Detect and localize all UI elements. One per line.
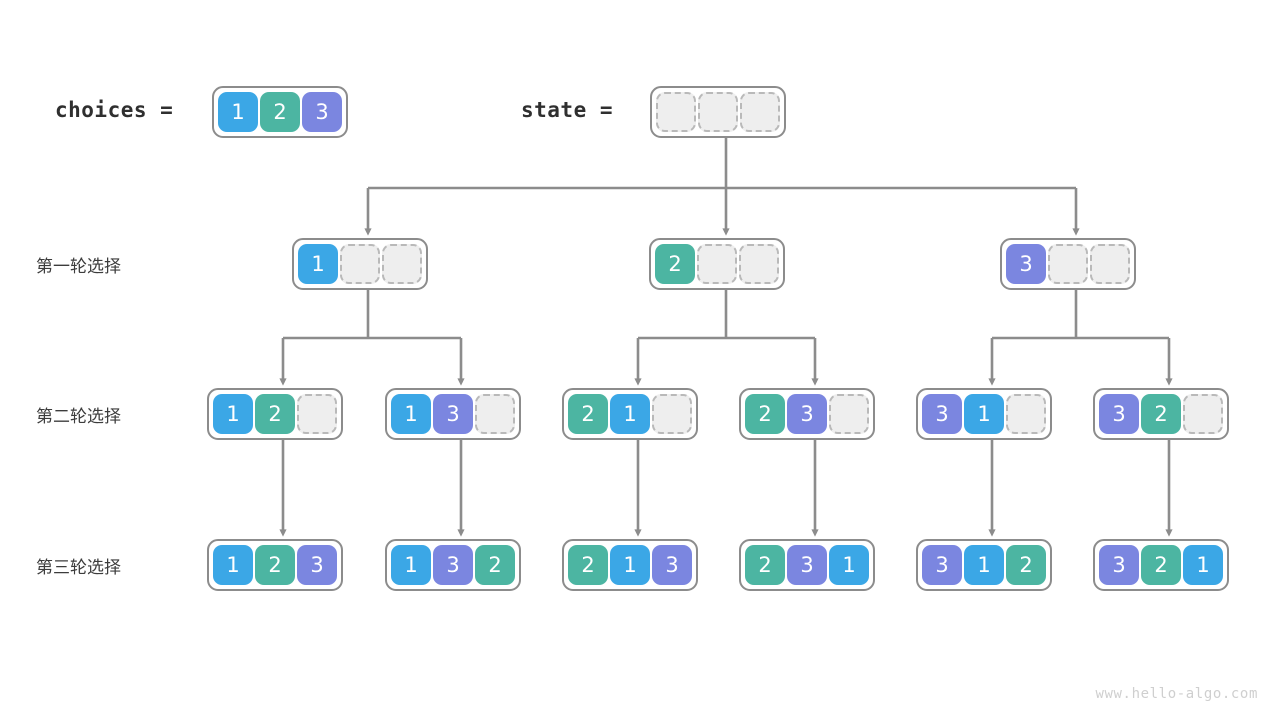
node-level-3-4-cell-2: 3 xyxy=(787,545,827,585)
node-level-2-6-cell-1: 3 xyxy=(1099,394,1139,434)
node-level-2-4-cell-3-empty xyxy=(829,394,869,434)
node-level-1-2-cell-3-empty xyxy=(739,244,779,284)
choices-cell-3: 3 xyxy=(302,92,342,132)
node-level-2-3-cell-3-empty xyxy=(652,394,692,434)
node-level-1-3-cell-1: 3 xyxy=(1006,244,1046,284)
node-level-3-4-cell-1: 2 xyxy=(745,545,785,585)
node-level-2-1-cell-1: 1 xyxy=(213,394,253,434)
row-label-level-1: 第一轮选择 xyxy=(36,257,121,277)
node-level-3-2-cell-2: 3 xyxy=(433,545,473,585)
node-level-3-3-cell-2: 1 xyxy=(610,545,650,585)
row-label-level-2: 第二轮选择 xyxy=(36,407,121,427)
node-level-1-1-cell-2-empty xyxy=(340,244,380,284)
row-label-level-3: 第三轮选择 xyxy=(36,558,121,578)
node-level-3-5-cell-1: 3 xyxy=(922,545,962,585)
node-level-1-1: 1 xyxy=(292,238,428,290)
node-level-1-3-cell-2-empty xyxy=(1048,244,1088,284)
node-level-2-6-cell-3-empty xyxy=(1183,394,1223,434)
node-level-3-4-cell-3: 1 xyxy=(829,545,869,585)
node-level-2-4-cell-2: 3 xyxy=(787,394,827,434)
node-level-3-3-cell-1: 2 xyxy=(568,545,608,585)
node-level-2-5-cell-1: 3 xyxy=(922,394,962,434)
node-level-1-1-cell-3-empty xyxy=(382,244,422,284)
node-level-2-5-cell-2: 1 xyxy=(964,394,1004,434)
node-level-1-3-cell-3-empty xyxy=(1090,244,1130,284)
node-level-3-3-cell-3: 3 xyxy=(652,545,692,585)
state-cell-2-empty xyxy=(698,92,738,132)
choices-cell-2: 2 xyxy=(260,92,300,132)
node-level-3-1-cell-2: 2 xyxy=(255,545,295,585)
choices-cell-1: 1 xyxy=(218,92,258,132)
node-level-3-6-cell-2: 2 xyxy=(1141,545,1181,585)
node-level-3-1-cell-3: 3 xyxy=(297,545,337,585)
node-level-1-2-cell-1: 2 xyxy=(655,244,695,284)
node-level-2-1-cell-2: 2 xyxy=(255,394,295,434)
node-level-2-3-cell-1: 2 xyxy=(568,394,608,434)
node-level-1-1-cell-1: 1 xyxy=(298,244,338,284)
node-level-3-2-cell-3: 2 xyxy=(475,545,515,585)
choices-label: choices = xyxy=(55,98,174,122)
node-level-2-5-cell-3-empty xyxy=(1006,394,1046,434)
state-cell-1-empty xyxy=(656,92,696,132)
state-cell-3-empty xyxy=(740,92,780,132)
node-level-1-2: 2 xyxy=(649,238,785,290)
watermark: www.hello-algo.com xyxy=(1095,686,1258,702)
node-level-3-5-cell-3: 2 xyxy=(1006,545,1046,585)
node-level-2-2-cell-2: 3 xyxy=(433,394,473,434)
node-level-1-3: 3 xyxy=(1000,238,1136,290)
node-level-2-1-cell-3-empty xyxy=(297,394,337,434)
node-level-2-2-cell-3-empty xyxy=(475,394,515,434)
node-level-2-6-cell-2: 2 xyxy=(1141,394,1181,434)
state-label: state = xyxy=(521,98,614,122)
node-level-2-3-cell-2: 1 xyxy=(610,394,650,434)
node-level-3-1-cell-1: 1 xyxy=(213,545,253,585)
node-level-3-5-cell-2: 1 xyxy=(964,545,1004,585)
state-array xyxy=(650,86,786,138)
node-level-1-2-cell-2-empty xyxy=(697,244,737,284)
node-level-2-2-cell-1: 1 xyxy=(391,394,431,434)
node-level-3-6-cell-3: 1 xyxy=(1183,545,1223,585)
node-level-3-6-cell-1: 3 xyxy=(1099,545,1139,585)
node-level-3-2-cell-1: 1 xyxy=(391,545,431,585)
node-level-2-4-cell-1: 2 xyxy=(745,394,785,434)
